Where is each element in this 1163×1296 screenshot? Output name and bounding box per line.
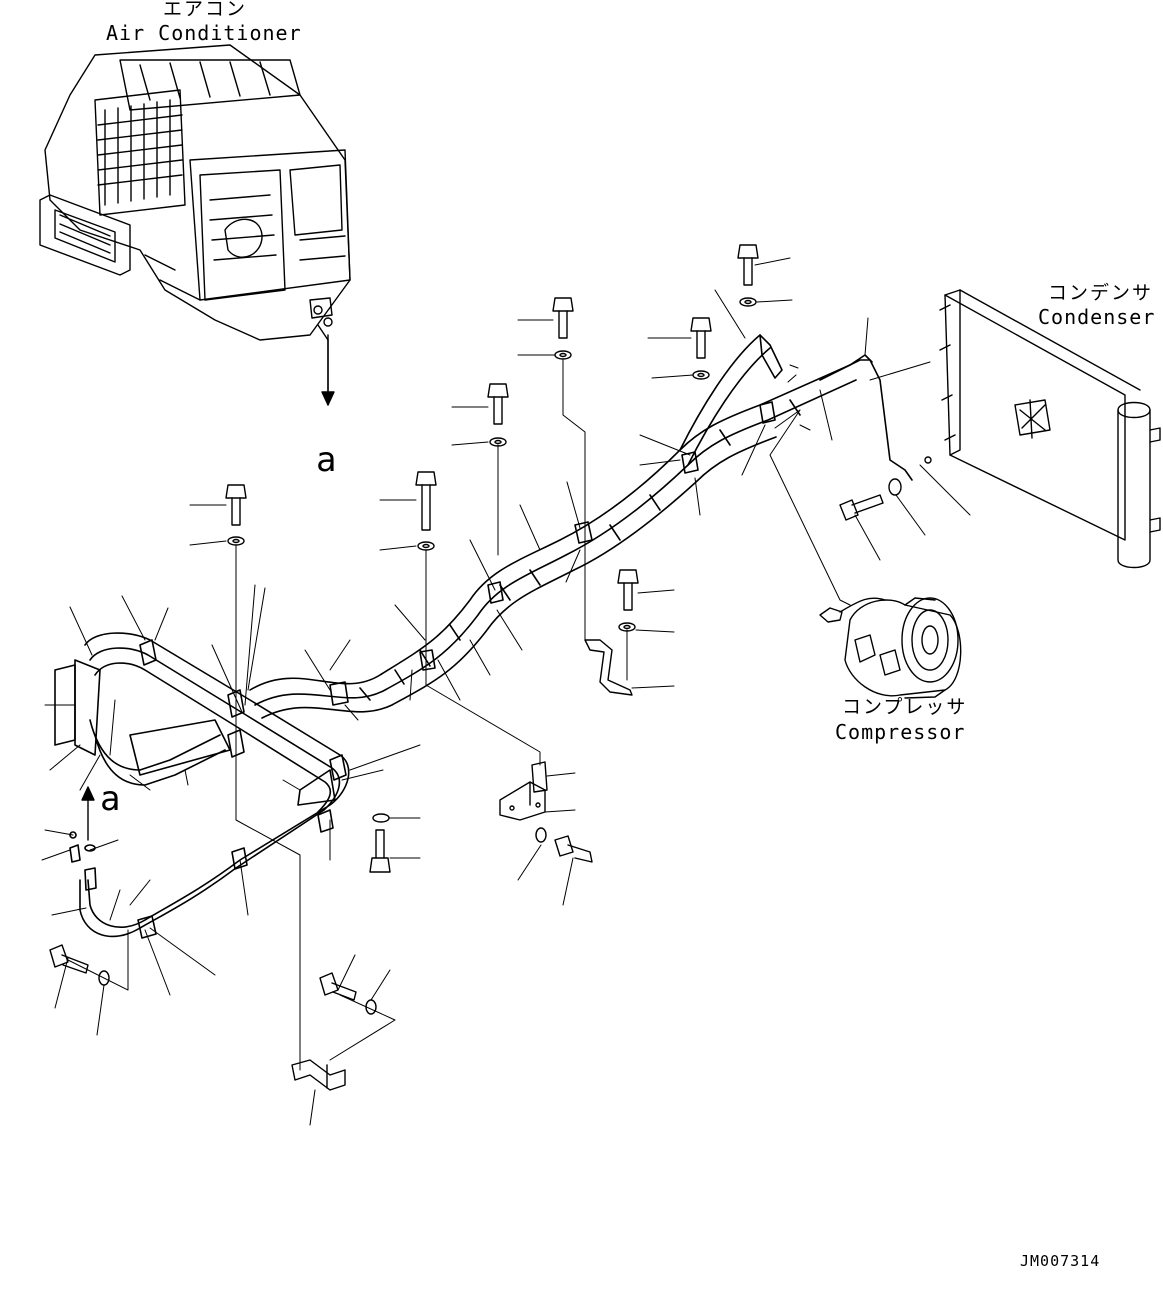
air-conditioner-unit: [39, 44, 351, 341]
drawing-code: JM007314: [1020, 1252, 1101, 1270]
compressor-unit: [819, 597, 962, 699]
condenser-unit: [939, 289, 1161, 569]
condenser-label-en: Condenser: [1038, 305, 1156, 329]
connector-lines: [67, 359, 851, 1071]
compressor-label-ja: コンプレッサ: [842, 696, 968, 718]
air-conditioner-label-en: Air Conditioner: [106, 21, 302, 45]
air-conditioner-label-ja: エアコン: [163, 0, 248, 20]
view-arrow-top: [317, 324, 335, 406]
brackets: [291, 639, 633, 1091]
compressor-label-en: Compressor: [835, 720, 966, 744]
leader-lines: [41, 257, 971, 1126]
view-reference-top: a: [316, 440, 337, 480]
bolts-and-washers: [49, 244, 932, 1015]
view-reference-left: a: [100, 779, 121, 819]
view-arrow-left: [81, 786, 95, 841]
condenser-label-ja: コンデンサ: [1048, 282, 1154, 304]
hose-bundle: [249, 334, 913, 719]
